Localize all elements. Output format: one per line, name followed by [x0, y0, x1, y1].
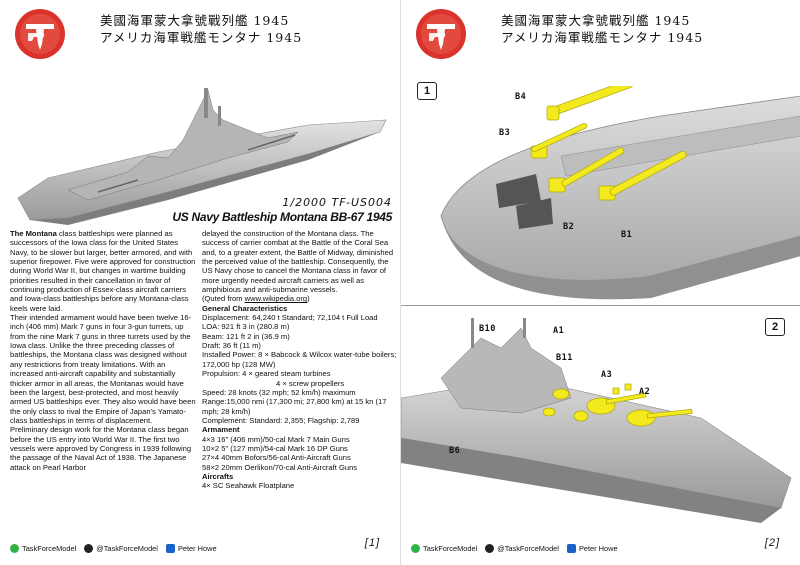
- taskforce-logo: [415, 8, 467, 60]
- callout-b2: B2: [563, 222, 575, 232]
- spec-propulsion-2: 4 × screw propellers: [276, 378, 345, 388]
- footer-left: TaskForceModel @TaskForceModel Peter How…: [10, 540, 390, 556]
- page-number-right: [2]: [764, 537, 780, 549]
- aircraft-title: Aircrafts: [202, 471, 234, 481]
- footer-facebook[interactable]: Peter Howe: [566, 543, 618, 553]
- callout-b6: B6: [449, 446, 461, 456]
- threads-icon: [485, 543, 495, 553]
- page-number-left: [1]: [364, 537, 380, 549]
- article-para-1: The Montana class battleships were plann…: [10, 229, 196, 313]
- facebook-icon: [165, 543, 175, 553]
- facebook-icon: [566, 543, 576, 553]
- footer-right: TaskForceModel @TaskForceModel Peter How…: [411, 540, 790, 556]
- footer-threads[interactable]: @TaskForceModel: [485, 543, 559, 553]
- page-left: 美國海軍蒙大拿號戰列艦 1945 アメリカ海軍戦艦モンタナ 1945 1/200…: [8, 8, 400, 556]
- spec-speed: Speed: 28 knots (32 mph; 52 km/h) maximu…: [202, 387, 356, 397]
- header-title-cn: 美國海軍蒙大拿號戰列艦 1945: [501, 13, 691, 28]
- spec-range: Range:15,000 nmi (17,300 mi; 27,800 km) …: [202, 397, 387, 416]
- footer-threads-label: @TaskForceModel: [96, 543, 158, 553]
- threads-icon: [84, 543, 94, 553]
- footer-wechat-label: TaskForceModel: [22, 543, 77, 553]
- spec-displacement: Displacement: 64,240 t Standard; 72,104 …: [202, 313, 378, 323]
- article-para-1-text: class battleships were planned as succes…: [10, 229, 196, 313]
- quote-source: (Quted from www.wikipedia.org): [202, 294, 398, 303]
- header-title-cn: 美國海軍蒙大拿號戰列艦 1945: [100, 13, 290, 28]
- callout-b3: B3: [499, 128, 511, 138]
- header-title: 美國海軍蒙大拿號戰列艦 1945 アメリカ海軍戦艦モンタナ 1945: [100, 12, 400, 46]
- spec-armament-2: 10×2 5" (127 mm)/54-cal Mark 16 DP Guns: [202, 443, 348, 453]
- wechat-icon: [411, 543, 420, 553]
- footer-threads-label: @TaskForceModel: [497, 543, 559, 553]
- spec-aircraft-1: 4× SC Seahawk Floatplane: [202, 481, 295, 491]
- wikipedia-link[interactable]: www.wikipedia.org: [244, 294, 308, 304]
- wechat-icon: [10, 543, 19, 553]
- callout-b1: B1: [621, 230, 633, 240]
- spec-armament-4: 58×2 20mm Oerlikon/70-cal Anti-Aircraft …: [202, 462, 358, 472]
- spec-draft: Draft: 36 ft (11 m): [202, 341, 261, 351]
- taskforce-logo: [14, 8, 66, 60]
- general-characteristics-title: General Characteristics: [202, 303, 288, 313]
- article-para-4: delayed the construction of the Montana …: [202, 229, 394, 295]
- ship-render-main: [8, 80, 398, 230]
- article-column-1: The Montana class battleships were plann…: [10, 229, 196, 472]
- header-title-jp: アメリカ海軍戦艦モンタナ 1945: [100, 30, 303, 45]
- footer-facebook[interactable]: Peter Howe: [165, 543, 217, 553]
- footer-wechat[interactable]: TaskForceModel: [10, 543, 77, 553]
- footer-wechat[interactable]: TaskForceModel: [411, 543, 478, 553]
- spec-complement: Complement: Standard: 2,355; Flagship: 2…: [202, 415, 360, 425]
- footer-threads[interactable]: @TaskForceModel: [84, 543, 158, 553]
- article-para-3: Preliminary design work for the Montana …: [10, 425, 192, 472]
- step-2-badge: 2: [765, 318, 785, 336]
- step-2-yellow-parts: [541, 364, 741, 454]
- callout-b4: B4: [515, 92, 527, 102]
- callout-a1: A1: [553, 326, 565, 336]
- header-title-jp: アメリカ海軍戦艦モンタナ 1945: [501, 30, 704, 45]
- article-lead: The Montana: [10, 229, 57, 238]
- callout-b11: B11: [556, 353, 573, 363]
- footer-facebook-label: Peter Howe: [578, 543, 618, 553]
- armament-title: Armament: [202, 425, 240, 435]
- quote-prefix: (Quted from: [202, 294, 245, 304]
- footer-wechat-label: TaskForceModel: [423, 543, 478, 553]
- spec-beam: Beam: 121 ft 2 in (36.9 m): [202, 331, 290, 341]
- callout-b10: B10: [479, 324, 496, 334]
- article-para-2: Their intended armament would have been …: [10, 313, 196, 425]
- spec-power: Installed Power: 8 × Babcock & Wilcox wa…: [202, 350, 397, 369]
- callout-a2: A2: [639, 387, 651, 397]
- callout-a3: A3: [601, 370, 613, 380]
- page-right: 美國海軍蒙大拿號戰列艦 1945 アメリカ海軍戦艦モンタナ 1945 1: [400, 0, 800, 565]
- step-1-yellow-parts: [521, 86, 731, 226]
- step-2-midship-render: [401, 318, 800, 538]
- footer-facebook-label: Peter Howe: [177, 543, 217, 553]
- spec-armament-1: 4×3 16" (406 mm)/50-cal Mark 7 Main Guns: [202, 434, 350, 444]
- step-1-badge: 1: [417, 82, 437, 100]
- article-column-2: delayed the construction of the Montana …: [202, 229, 398, 491]
- model-name: US Navy Battleship Montana BB-67 1945: [172, 210, 392, 224]
- quote-suffix: ): [307, 294, 310, 304]
- spec-loa: LOA: 921 ft 3 in (280.8 m): [202, 322, 290, 332]
- header-title: 美國海軍蒙大拿號戰列艦 1945 アメリカ海軍戦艦モンタナ 1945: [501, 12, 800, 46]
- step-divider: [401, 305, 800, 306]
- spec-propulsion: Propulsion: 4 × geared steam turbines: [202, 369, 331, 379]
- model-code: 1/2000 TF-US004: [282, 196, 392, 209]
- spec-armament-3: 27×4 40mm Bofors/56-cal Anti-Aircraft Gu…: [202, 453, 351, 463]
